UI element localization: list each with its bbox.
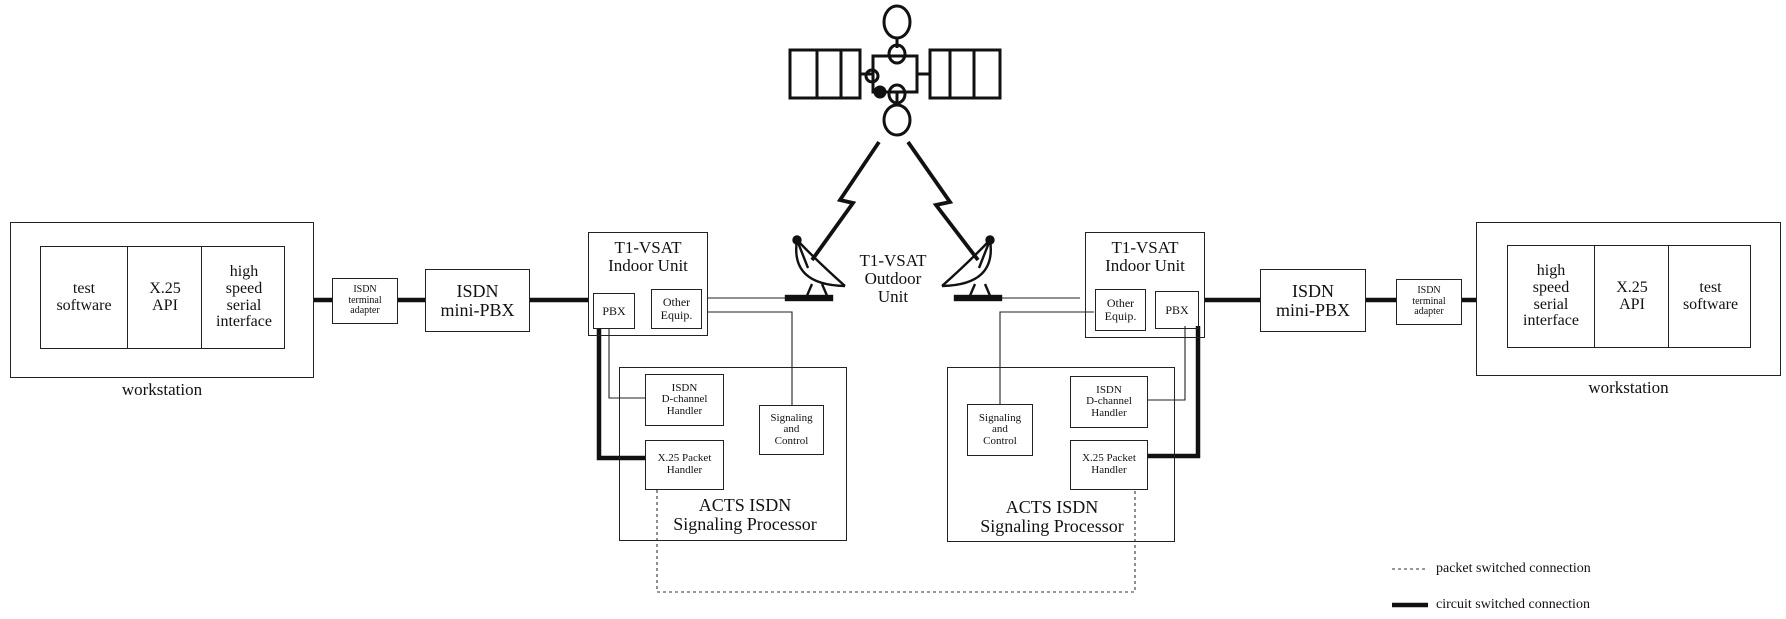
left-processor-label: ACTS ISDN Signaling Processor bbox=[673, 495, 817, 534]
left-indoor-unit-label: T1-VSAT Indoor Unit bbox=[608, 238, 688, 275]
left-signaling-control: Signaling and Control bbox=[759, 405, 824, 455]
right-signaling-processor bbox=[947, 367, 1175, 542]
right-x25-handler: X.25 Packet Handler bbox=[1070, 440, 1148, 490]
left-cell-test-software: test software bbox=[56, 279, 112, 314]
lightning-link-icon bbox=[810, 140, 980, 262]
right-workstation bbox=[1476, 222, 1781, 376]
left-workstation-stack: test software X.25 API high speed serial… bbox=[40, 246, 285, 349]
right-terminal-adapter: ISDN terminal adapter bbox=[1396, 279, 1462, 325]
left-workstation bbox=[10, 222, 314, 378]
left-signaling-processor bbox=[619, 367, 847, 541]
left-mini-pbx: ISDN mini-PBX bbox=[425, 269, 530, 332]
left-workstation-label: workstation bbox=[121, 380, 203, 400]
legend-circuit-label: circuit switched connection bbox=[1436, 596, 1590, 612]
right-cell-test-software: test software bbox=[1668, 246, 1752, 347]
left-x25-handler: X.25 Packet Handler bbox=[645, 440, 724, 490]
right-signaling-control: Signaling and Control bbox=[967, 404, 1033, 456]
left-terminal-adapter: ISDN terminal adapter bbox=[332, 278, 398, 324]
right-cell-serial-interface: high speed serial interface bbox=[1523, 261, 1579, 330]
left-dchannel-handler: ISDN D-channel Handler bbox=[645, 374, 724, 426]
satellite-dish-icon bbox=[784, 235, 846, 302]
legend-packet-label: packet switched connection bbox=[1436, 560, 1591, 576]
satellite-icon bbox=[788, 4, 1002, 137]
left-cell-x25-api: X.25 API bbox=[127, 247, 202, 348]
right-mini-pbx: ISDN mini-PBX bbox=[1260, 269, 1366, 332]
right-pbx: PBX bbox=[1155, 291, 1199, 329]
left-cell-serial-interface: high speed serial interface bbox=[201, 247, 286, 348]
outdoor-unit-label: T1-VSAT Outdoor Unit bbox=[859, 251, 927, 306]
satellite-dish-icon bbox=[941, 235, 1003, 302]
right-cell-x25-api: X.25 API bbox=[1594, 246, 1669, 347]
right-workstation-stack: high speed serial interface X.25 API tes… bbox=[1507, 245, 1751, 348]
right-indoor-unit-label: T1-VSAT Indoor Unit bbox=[1105, 238, 1185, 275]
right-other-equip: Other Equip. bbox=[1095, 289, 1146, 331]
right-workstation-label: workstation bbox=[1588, 378, 1669, 398]
right-processor-label: ACTS ISDN Signaling Processor bbox=[980, 497, 1124, 536]
left-indoor-unit: T1-VSAT Indoor Unit PBX Other Equip. bbox=[588, 232, 708, 336]
left-other-equip: Other Equip. bbox=[651, 289, 702, 329]
left-pbx: PBX bbox=[593, 293, 635, 329]
right-dchannel-handler: ISDN D-channel Handler bbox=[1070, 376, 1148, 428]
right-indoor-unit: T1-VSAT Indoor Unit Other Equip. PBX bbox=[1085, 232, 1205, 338]
